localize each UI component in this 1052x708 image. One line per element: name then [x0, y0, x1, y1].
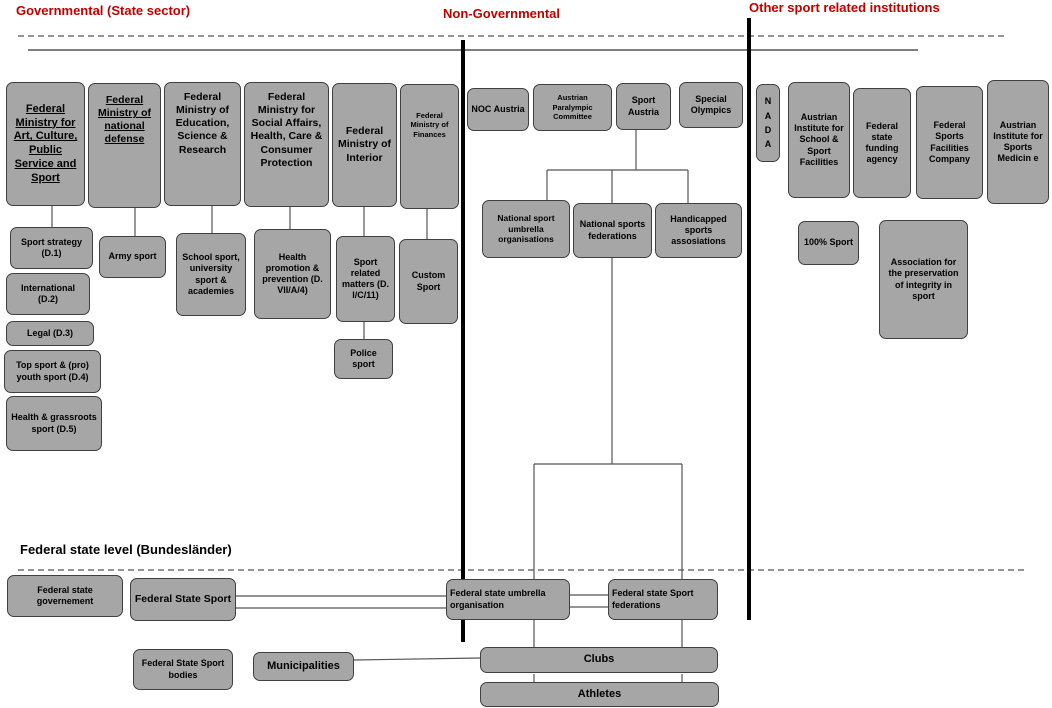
- fs-umbrella-organisation: Federal state umbrella organisation: [446, 579, 570, 620]
- ministry-finances-label: Federal Ministry of Finances: [410, 111, 449, 139]
- org-special-olympics: Special Olympics: [679, 82, 743, 128]
- dept-legal: Legal (D.3): [6, 321, 94, 346]
- fs-government-label: Federal state governement: [36, 584, 94, 606]
- ministry-education: Federal Ministry of Education, Science &…: [164, 82, 241, 206]
- org-paralympic-committee-label: Austrian Paralympic Committee: [552, 93, 593, 122]
- fs-clubs-label: Clubs: [583, 653, 615, 666]
- org-nada-label: NADA: [764, 96, 772, 150]
- fs-federal-state-sport: Federal State Sport: [130, 578, 236, 621]
- org-handicapped-associations-label: Handicapped sports assosiations: [670, 213, 727, 247]
- org-school-sport-facilities-label: Austrian Institute for School & Sport Fa…: [794, 111, 844, 167]
- org-national-umbrella-label: National sport umbrella organisations: [497, 213, 555, 245]
- section-other-institutions: Other sport related institutions: [749, 0, 940, 15]
- dept-top-sport-label: Top sport & (pro) youth sport (D.4): [16, 360, 89, 382]
- dept-custom-sport-label: Custom Sport: [411, 270, 446, 292]
- dept-top-sport: Top sport & (pro) youth sport (D.4): [4, 350, 101, 393]
- dept-school-sport-label: School sport, university sport & academi…: [182, 252, 240, 296]
- org-funding-agency-label: Federal state funding agency: [865, 120, 899, 165]
- fs-sport-federations: Federal state Sport federations: [608, 579, 718, 620]
- dept-police-sport: Police sport: [334, 339, 393, 379]
- fs-clubs: Clubs: [480, 647, 718, 673]
- org-funding-agency: Federal state funding agency: [853, 88, 911, 198]
- dept-sport-related-matters: Sport related matters (D. I/C/11): [336, 236, 395, 322]
- org-sport-austria: Sport Austria: [616, 83, 671, 130]
- org-national-federations: National sports federations: [573, 203, 652, 258]
- fs-athletes-label: Athletes: [577, 687, 622, 700]
- org-noc-austria: NOC Austria: [467, 88, 529, 131]
- org-noc-austria-label: NOC Austria: [471, 103, 525, 114]
- org-paralympic-committee: Austrian Paralympic Committee: [533, 84, 612, 131]
- dept-custom-sport: Custom Sport: [399, 239, 458, 324]
- ministry-art-culture-sport: Federal Ministry for Art, Culture, Publi…: [6, 82, 85, 206]
- org-integrity-association-label: Association for the preservation of inte…: [888, 257, 959, 301]
- org-sports-medicine-label: Austrian Institute for Sports Medicin e: [993, 119, 1043, 164]
- fs-sport-federations-label: Federal state Sport federations: [612, 588, 694, 610]
- ministry-interior-label: Federal Ministry of Interior: [337, 125, 392, 164]
- fs-sport-bodies: Federal State Sport bodies: [133, 649, 233, 690]
- section-federal-state-level: Federal state level (Bundesländer): [20, 542, 232, 557]
- fs-sport-bodies-label: Federal State Sport bodies: [141, 658, 225, 680]
- dept-army-sport: Army sport: [99, 236, 166, 278]
- dept-health-promotion: Health promotion & prevention (D. VII/A/…: [254, 229, 331, 319]
- org-100-sport: 100% Sport: [798, 221, 859, 265]
- ministry-social-affairs-label: Federal Ministry for Social Affairs, Hea…: [250, 91, 323, 169]
- fs-umbrella-organisation-label: Federal state umbrella organisation: [450, 588, 546, 610]
- ministry-art-culture-sport-label: Federal Ministry for Art, Culture, Publi…: [13, 102, 78, 184]
- dept-sport-related-matters-label: Sport related matters (D. I/C/11): [341, 256, 389, 301]
- dept-police-sport-label: Police sport: [350, 347, 377, 369]
- org-facilities-company: Federal Sports Facilities Company: [916, 86, 983, 199]
- org-facilities-company-label: Federal Sports Facilities Company: [928, 120, 970, 164]
- fs-government: Federal state governement: [7, 575, 123, 617]
- dept-sport-strategy: Sport strategy (D.1): [10, 227, 93, 269]
- fs-municipalities-label: Municipalities: [267, 659, 340, 672]
- ministry-defense-label: Federal Ministry of national defense: [97, 94, 152, 146]
- dept-health-promotion-label: Health promotion & prevention (D. VII/A/…: [262, 251, 323, 296]
- fs-federal-state-sport-label: Federal State Sport: [134, 592, 232, 605]
- ministry-finances: Federal Ministry of Finances: [400, 84, 459, 209]
- org-integrity-association: Association for the preservation of inte…: [879, 220, 968, 339]
- section-governmental: Governmental (State sector): [16, 3, 191, 18]
- fs-athletes: Athletes: [480, 682, 719, 707]
- org-national-umbrella: National sport umbrella organisations: [482, 200, 570, 258]
- dept-international-label: International (D.2): [20, 282, 75, 304]
- section-non-governmental: Non-Governmental: [443, 6, 561, 21]
- ministry-defense: Federal Ministry of national defense: [88, 83, 161, 208]
- dept-international: International (D.2): [6, 273, 90, 315]
- dept-school-sport: School sport, university sport & academi…: [176, 233, 246, 316]
- fs-municipalities: Municipalities: [253, 652, 354, 681]
- dept-health-grassroots: Health & grassroots sport (D.5): [6, 396, 102, 451]
- org-school-sport-facilities: Austrian Institute for School & Sport Fa…: [788, 82, 850, 198]
- org-national-federations-label: National sports federations: [579, 219, 646, 241]
- org-100-sport-label: 100% Sport: [803, 237, 854, 248]
- org-special-olympics-label: Special Olympics: [690, 93, 732, 115]
- org-nada: NADA: [756, 84, 780, 162]
- dept-legal-label: Legal (D.3): [26, 327, 73, 338]
- org-sports-medicine: Austrian Institute for Sports Medicin e: [987, 80, 1049, 204]
- org-sport-austria-label: Sport Austria: [627, 95, 659, 117]
- org-handicapped-associations: Handicapped sports assosiations: [655, 203, 742, 258]
- dept-army-sport-label: Army sport: [108, 251, 157, 262]
- ministry-interior: Federal Ministry of Interior: [332, 83, 397, 207]
- dept-sport-strategy-label: Sport strategy (D.1): [20, 236, 82, 258]
- ministry-education-label: Federal Ministry of Education, Science &…: [175, 91, 230, 156]
- ministry-social-affairs: Federal Ministry for Social Affairs, Hea…: [244, 82, 329, 207]
- dept-health-grassroots-label: Health & grassroots sport (D.5): [11, 412, 97, 434]
